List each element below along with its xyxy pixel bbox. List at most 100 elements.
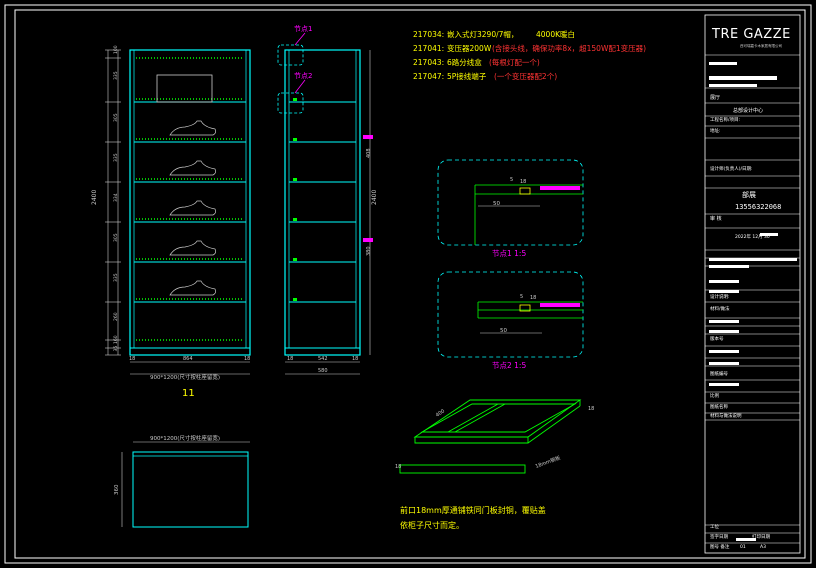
redacted-field bbox=[709, 290, 739, 293]
side-dim-upper: 408 bbox=[366, 148, 372, 158]
tb-row-9: 设计说明: bbox=[710, 293, 730, 300]
detail-1-label: 节点1 1:5 bbox=[492, 249, 526, 258]
iso-dim-c: 18 bbox=[395, 464, 401, 470]
note-1-text: 变压器200W bbox=[447, 43, 492, 53]
side-dim-left: 18 bbox=[287, 356, 293, 362]
redacted-field bbox=[709, 258, 797, 261]
front-dim-mid: 864 bbox=[183, 356, 193, 362]
side-light-marker bbox=[293, 98, 297, 101]
note-2-text: 6路分线盒 bbox=[447, 57, 482, 67]
side-light-marker bbox=[293, 298, 297, 301]
detail-2: 50 5 18 节点2 1:5 bbox=[437, 271, 584, 370]
front-left-dim-label: 100 bbox=[113, 45, 119, 54]
side-light-marker bbox=[293, 178, 297, 181]
tb-row-13: 比例 bbox=[710, 392, 719, 399]
detail-1-small-b: 18 bbox=[520, 179, 526, 185]
drawing-border-inner bbox=[14, 9, 806, 559]
detail-2-small-b: 18 bbox=[530, 295, 536, 301]
iso-note-line-2: 依柜子尺寸而定。 bbox=[400, 520, 464, 530]
shoe-outline bbox=[169, 280, 217, 296]
iso-dim-d: 18mm钢板 bbox=[534, 454, 561, 470]
front-left-dim-label: 334 bbox=[113, 193, 119, 202]
plan-width-label: 900*1200(尺寸按柱座留宽) bbox=[150, 434, 220, 442]
side-callout-2: 节点2 bbox=[294, 72, 312, 80]
note-1-extra: (含接头线，确保功率8x，超150W配1变压器) bbox=[492, 43, 646, 53]
isometric-base bbox=[399, 399, 582, 474]
redacted-field bbox=[709, 362, 739, 365]
company-logo-sub: 西可瑞嘉卡木家居有限公司 bbox=[740, 43, 782, 48]
front-height-dim: 2400 bbox=[91, 190, 98, 205]
side-light-marker bbox=[293, 138, 297, 141]
tb-row-2: 工程名称/项目: bbox=[710, 116, 740, 123]
front-dim-right: 18 bbox=[244, 356, 250, 362]
tb-row-0: 展厅 bbox=[710, 95, 720, 101]
side-total-width: 580 bbox=[318, 368, 328, 374]
redacted-field bbox=[709, 383, 739, 386]
tb-row-19: 图号 备注 bbox=[710, 543, 730, 550]
front-dim-left: 18 bbox=[129, 356, 135, 362]
tb-row-15: 材料与做法说明 bbox=[710, 412, 742, 419]
tb-row-8: 2022年 12月 30 bbox=[735, 233, 770, 240]
note-2-code: 217043: bbox=[413, 58, 444, 67]
tb-row-1: 总部设计中心 bbox=[733, 107, 763, 114]
tb-row-5: 部展 bbox=[742, 190, 756, 199]
note-1-code: 217041: bbox=[413, 44, 444, 53]
redacted-field bbox=[709, 84, 757, 87]
note-3-code: 217047: bbox=[413, 72, 444, 81]
side-elevation: 节点1 节点2 2400 408 380 18 542 18 580 bbox=[277, 25, 378, 375]
note-0-text: 嵌入式灯3290/7帽， bbox=[447, 29, 518, 39]
drawing-border-outer bbox=[4, 4, 812, 564]
redacted-field bbox=[709, 320, 739, 323]
front-left-dim-label: 305 bbox=[113, 113, 119, 122]
tb-row-18: 打印日期 bbox=[752, 533, 770, 540]
plan-height-dim: 360 bbox=[114, 484, 120, 495]
front-left-dim-label: 260 bbox=[113, 312, 119, 321]
front-left-dim-label: 305 bbox=[113, 233, 119, 242]
shoe-outline bbox=[169, 200, 217, 216]
tb-row-4: 设计师(负责人)/日期: bbox=[710, 165, 753, 172]
detail-2-dim: 50 bbox=[500, 328, 507, 334]
detail-2-label: 节点2 1:5 bbox=[492, 361, 526, 370]
tb-row-12: 图纸编号 bbox=[710, 370, 728, 377]
tb-row-20: 01 bbox=[740, 544, 746, 550]
detail-1-small-a: 5 bbox=[510, 177, 513, 183]
front-left-dim-label: 335 bbox=[113, 71, 119, 80]
front-width-label: 900*1200(尺寸按柱座留宽) bbox=[150, 373, 220, 381]
iso-dim-a: 18 bbox=[588, 406, 594, 412]
tb-row-11: 版本号 bbox=[710, 335, 724, 342]
front-left-dim-label: 335 bbox=[113, 153, 119, 162]
iso-dim-b: 400 bbox=[435, 408, 446, 418]
material-notes: 217034: 嵌入式灯3290/7帽， 4000K暖白 217041: 变压器… bbox=[413, 29, 646, 81]
tb-row-21: A3 bbox=[760, 544, 766, 550]
front-left-dim-label: 335 bbox=[113, 273, 119, 282]
company-logo: TRE GAZZE bbox=[711, 27, 791, 42]
redacted-field bbox=[709, 62, 737, 65]
tb-row-7: 审 核 bbox=[710, 215, 722, 222]
tb-row-17: 签字日期 bbox=[710, 533, 728, 540]
side-light-marker bbox=[293, 258, 297, 261]
redacted-field bbox=[760, 233, 778, 236]
detail-1: 50 5 18 节点1 1:5 bbox=[437, 159, 584, 258]
plan-view: 900*1200(尺寸按柱座留宽) 360 bbox=[114, 434, 250, 528]
shoe-outline bbox=[169, 160, 217, 176]
shoe-outline bbox=[169, 240, 217, 256]
note-3-text: 5P接线端子 bbox=[447, 71, 487, 81]
redacted-field bbox=[709, 76, 777, 80]
tb-row-14: 图纸名称 bbox=[710, 403, 728, 410]
tb-row-3: 地址: bbox=[710, 127, 721, 134]
shoe-outline bbox=[169, 120, 217, 136]
note-0-code: 217034: bbox=[413, 30, 444, 39]
side-callout-1: 节点1 bbox=[294, 25, 312, 33]
note-3-extra: (一个变压器配2个) bbox=[494, 71, 557, 81]
tb-row-16: 工位 bbox=[710, 523, 719, 530]
note-2-extra: (每根灯配一个) bbox=[489, 57, 540, 67]
tb-row-10: 材料/做法 bbox=[710, 305, 730, 312]
redacted-field bbox=[709, 265, 749, 268]
side-height-dim: 2400 bbox=[371, 190, 378, 205]
redacted-field bbox=[709, 280, 739, 283]
side-dim-mid: 542 bbox=[318, 356, 328, 362]
tb-row-6: 13556322068 bbox=[735, 203, 781, 211]
front-left-dim-label: 35 bbox=[113, 346, 119, 352]
